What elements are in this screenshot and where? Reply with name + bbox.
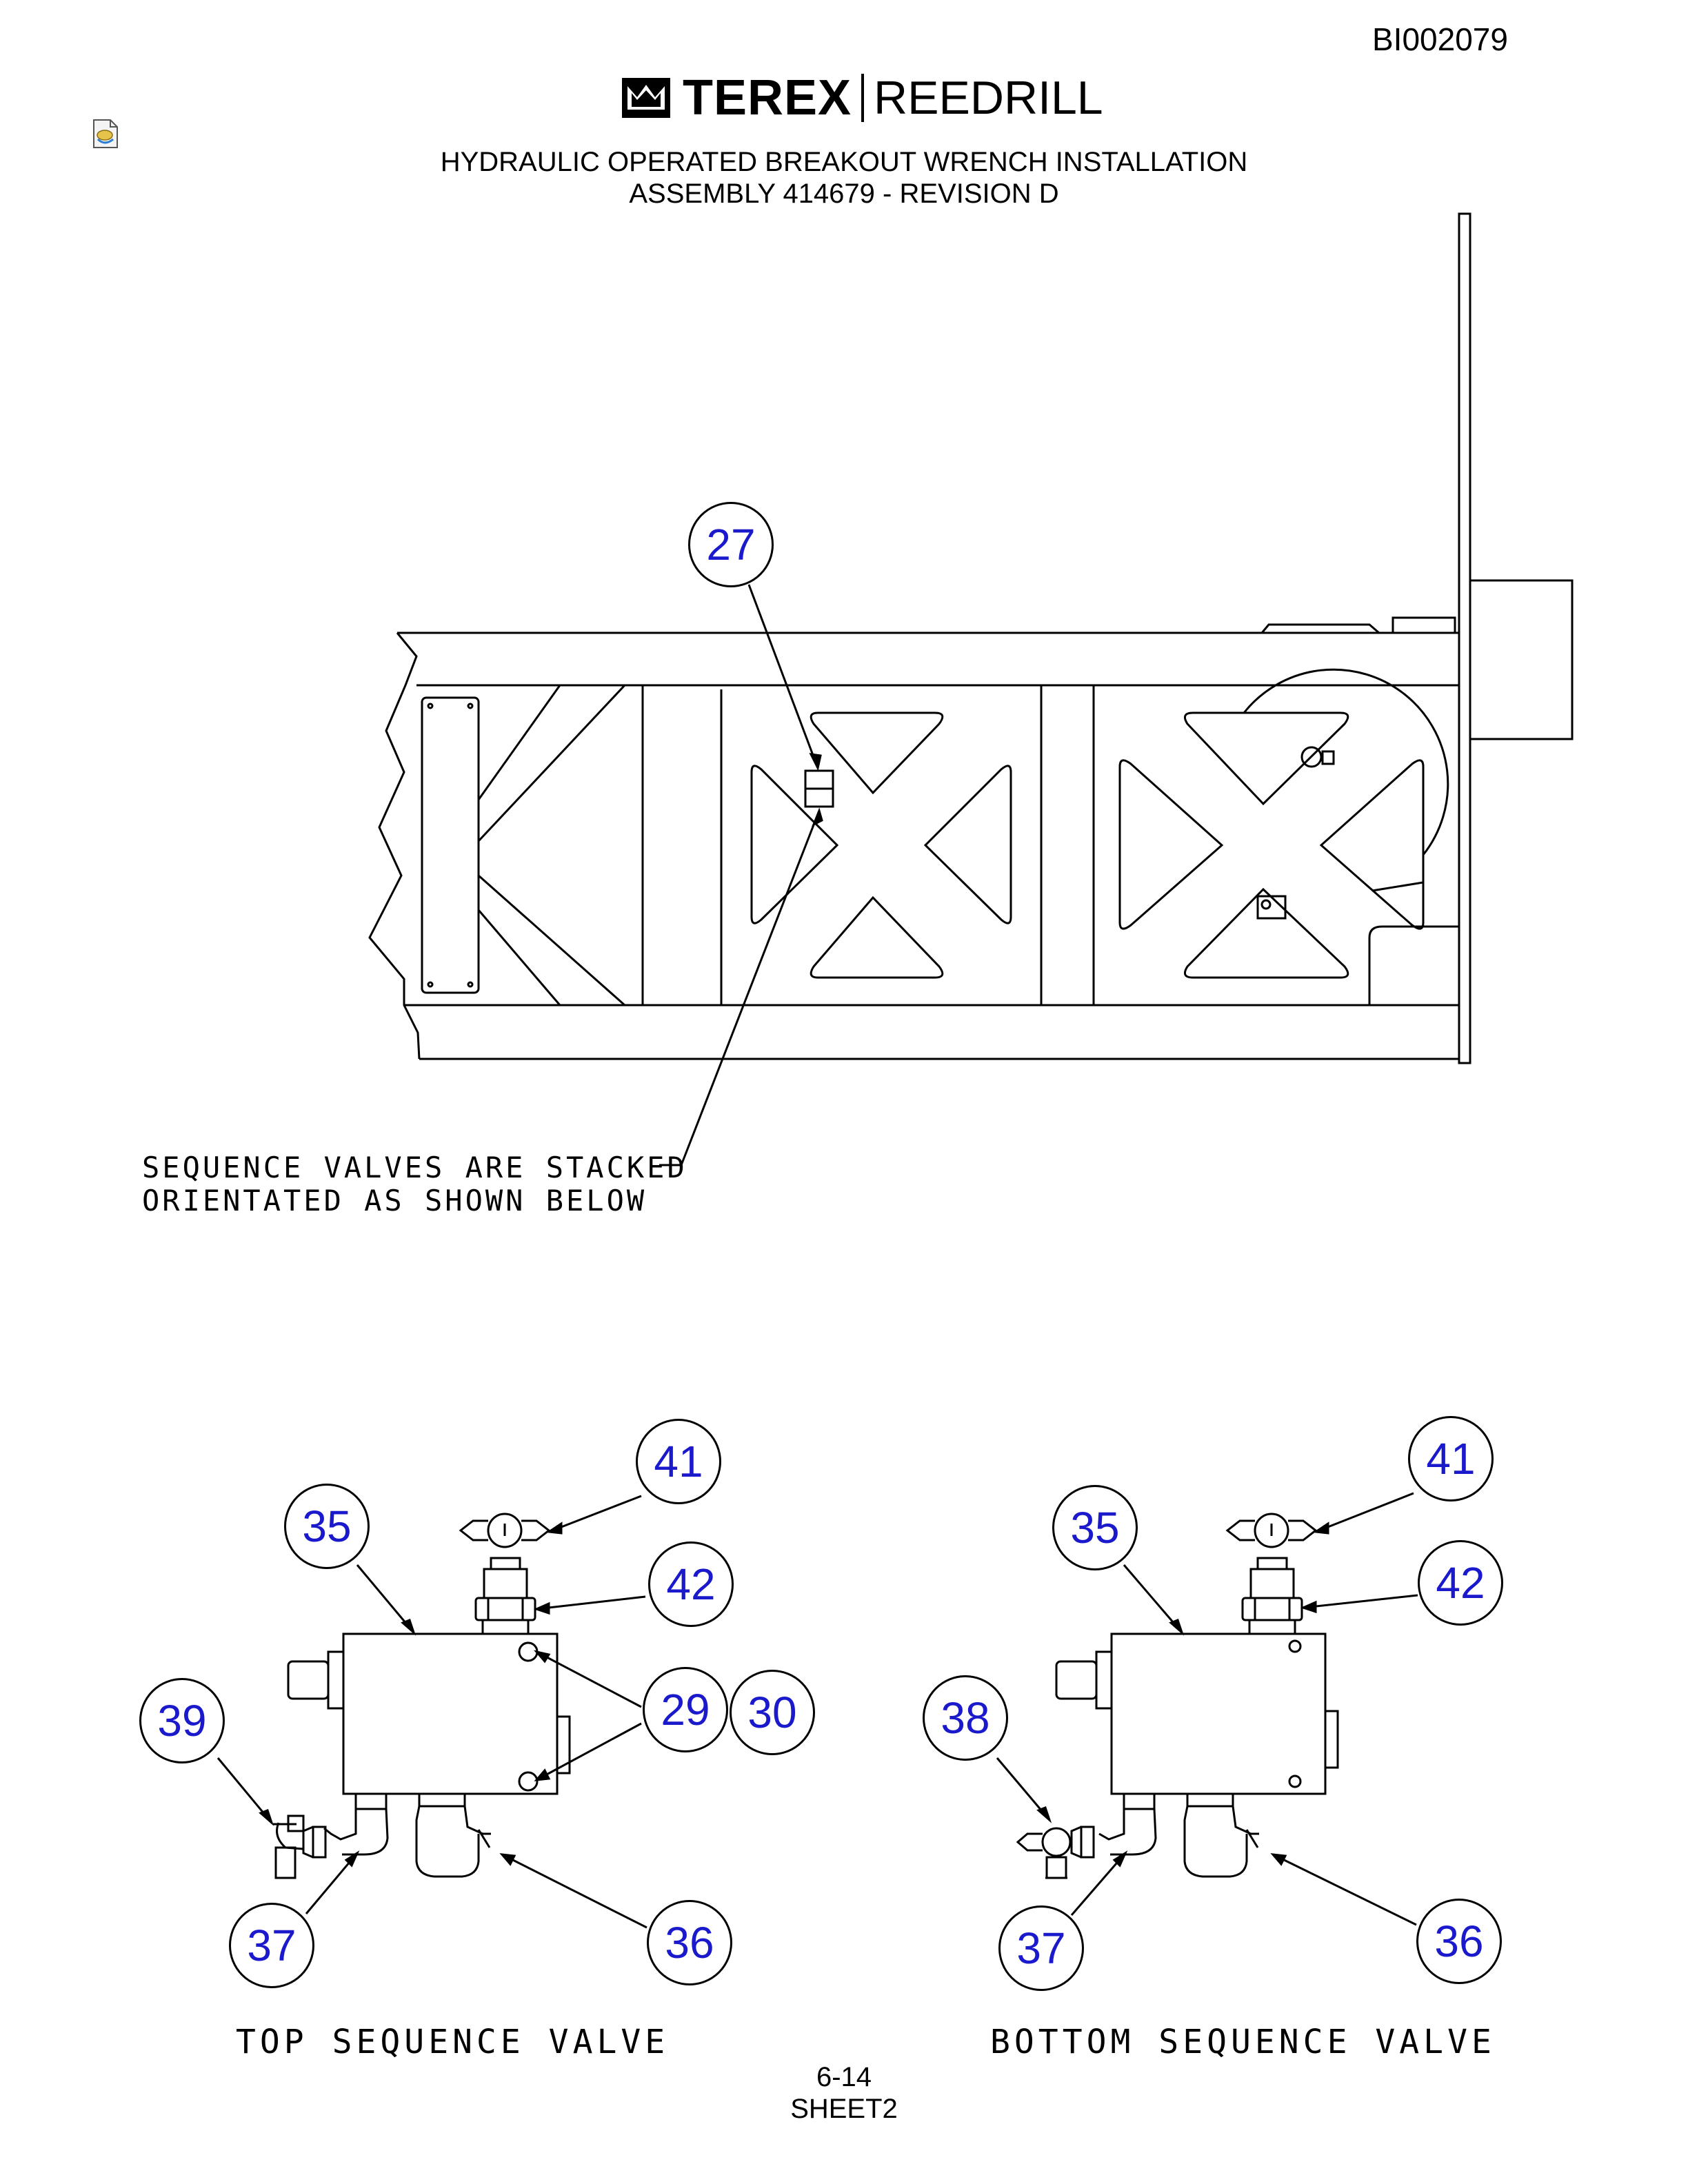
title-line-1: HYDRAULIC OPERATED BREAKOUT WRENCH INSTA… — [440, 147, 1248, 177]
brand-separator — [861, 74, 865, 122]
bottom-callout-35: 35 — [1052, 1485, 1138, 1570]
bottom-callout-42: 42 — [1418, 1540, 1503, 1626]
brand-terex: TEREX — [683, 70, 852, 125]
callout-27: 27 — [688, 502, 774, 587]
brand-logo: TEREX REEDRILL — [621, 69, 1103, 127]
boom-frame-view — [368, 212, 1574, 1064]
top-callout-29: 29 — [643, 1667, 728, 1752]
bottom-callout-37: 37 — [998, 1905, 1084, 1991]
bottom-callout-36: 36 — [1416, 1899, 1502, 1984]
note-line-1: SEQUENCE VALVES ARE STACKED — [142, 1151, 687, 1184]
note-line-2: ORIENTATED AS SHOWN BELOW — [142, 1184, 647, 1217]
brand-reedrill: REEDRILL — [874, 72, 1103, 124]
document-link-icon[interactable] — [91, 119, 120, 149]
top-callout-41: 41 — [636, 1419, 721, 1504]
top-sequence-valve — [273, 1513, 571, 1879]
top-callout-39: 39 — [139, 1678, 225, 1763]
document-number: BI002079 — [1372, 21, 1508, 57]
top-callout-36: 36 — [647, 1900, 732, 1985]
page-footer: 6-14 SHEET2 — [0, 2061, 1688, 2125]
sheet-label: SHEET2 — [790, 2094, 898, 2124]
top-valve-caption: TOP SEQUENCE VALVE — [236, 2023, 670, 2061]
bottom-sequence-valve — [1016, 1513, 1339, 1879]
top-callout-30: 30 — [730, 1670, 815, 1755]
page-number: 6-14 — [816, 2062, 872, 2092]
bottom-callout-38: 38 — [923, 1675, 1008, 1761]
top-callout-42: 42 — [648, 1541, 734, 1627]
terex-crown-icon — [622, 78, 670, 118]
bottom-callout-41: 41 — [1408, 1416, 1494, 1502]
top-callout-37: 37 — [229, 1903, 314, 1988]
title-line-2: ASSEMBLY 414679 - REVISION D — [629, 179, 1059, 209]
bottom-valve-caption: BOTTOM SEQUENCE VALVE — [990, 2023, 1496, 2061]
top-callout-35: 35 — [284, 1484, 370, 1569]
drawing-title: HYDRAULIC OPERATED BREAKOUT WRENCH INSTA… — [0, 146, 1688, 210]
